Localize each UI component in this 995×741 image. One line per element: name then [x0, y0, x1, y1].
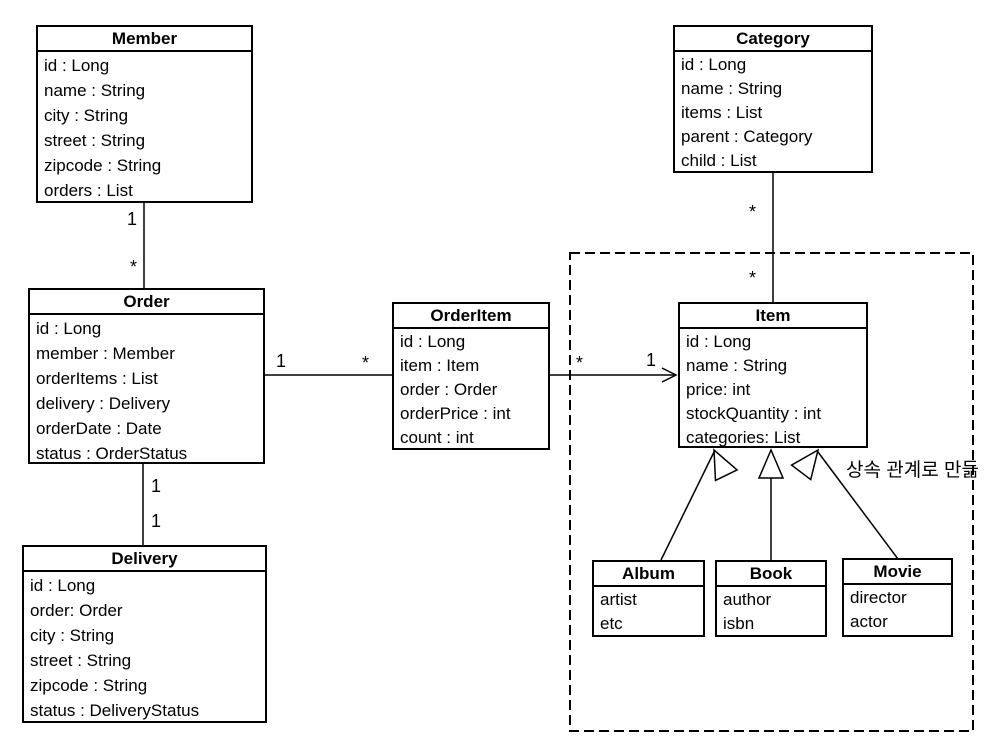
class-attribute: city : String [44, 106, 129, 125]
multiplicity-label: * [362, 353, 369, 373]
class-attribute: isbn [723, 614, 755, 633]
multiplicity-label: 1 [151, 476, 161, 496]
class-attribute: orderItems : List [36, 369, 158, 388]
class-attribute: count : int [400, 428, 474, 447]
multiplicity-label: * [576, 353, 583, 373]
class-box-book: Book author isbn [715, 560, 827, 637]
class-box-movie: Movie director actor [842, 558, 953, 637]
class-title: Item [680, 304, 866, 329]
class-attribute: id : Long [686, 332, 752, 351]
class-attribute: city : String [30, 626, 115, 645]
hollow-triangle-icon [757, 448, 785, 479]
class-attribute: parent : Category [681, 127, 813, 146]
class-attribute: id : Long [681, 55, 747, 74]
generalization-album-item [660, 451, 715, 561]
multiplicity-label: 1 [646, 350, 656, 370]
class-attribute-list: id : Long item : Item order : Order orde… [394, 329, 548, 448]
class-attribute: status : DeliveryStatus [30, 701, 200, 720]
class-attribute: child : List [681, 151, 757, 170]
class-attribute: orders : List [44, 181, 133, 200]
inheritance-annotation: 상속 관계로 만듦 [846, 460, 979, 481]
class-box-orderitem: OrderItem id : Long item : Item order : … [392, 302, 550, 450]
class-attribute: order: Order [30, 601, 123, 620]
class-box-member: Member id : Long name : String city : St… [36, 25, 253, 203]
class-attribute-list: director actor [844, 585, 951, 634]
class-attribute-list: author isbn [717, 587, 825, 635]
class-attribute: items : List [681, 103, 763, 122]
class-attribute: delivery : Delivery [36, 394, 171, 413]
class-title: Album [594, 562, 703, 587]
class-title: Member [38, 27, 251, 52]
class-attribute: name : String [681, 79, 783, 98]
open-arrowhead-icon [661, 367, 678, 383]
multiplicity-label: * [749, 202, 756, 222]
class-attribute: status : OrderStatus [36, 444, 188, 463]
class-attribute: order : Order [400, 380, 498, 399]
generalization-movie-item [817, 451, 899, 560]
class-attribute: categories: List [686, 428, 801, 447]
class-box-delivery: Delivery id : Long order: Order city : S… [22, 545, 267, 723]
class-attribute: director [850, 588, 907, 607]
class-attribute: actor [850, 612, 888, 631]
class-attribute: id : Long [36, 319, 102, 338]
class-box-album: Album artist etc [592, 560, 705, 637]
multiplicity-label: * [130, 257, 137, 277]
class-attribute: id : Long [30, 576, 96, 595]
class-attribute: etc [600, 614, 623, 633]
class-attribute: id : Long [44, 56, 110, 75]
hollow-triangle-icon [713, 448, 739, 482]
class-box-item: Item id : Long name : String price: int … [678, 302, 868, 448]
multiplicity-label: 1 [127, 209, 137, 229]
class-attribute-list: id : Long name : String items : List par… [675, 52, 871, 171]
multiplicity-label: 1 [151, 511, 161, 531]
class-attribute: name : String [686, 356, 788, 375]
class-attribute: author [723, 590, 772, 609]
class-title: OrderItem [394, 304, 548, 329]
class-attribute: orderDate : Date [36, 419, 162, 438]
class-title: Category [675, 27, 871, 52]
class-attribute-list: id : Long member : Member orderItems : L… [30, 315, 263, 463]
class-attribute: zipcode : String [44, 156, 162, 175]
multiplicity-label: * [749, 268, 756, 288]
class-attribute: street : String [44, 131, 146, 150]
class-title: Delivery [24, 547, 265, 572]
class-attribute: id : Long [400, 332, 466, 351]
class-box-category: Category id : Long name : String items :… [673, 25, 873, 173]
class-title: Order [30, 290, 263, 315]
class-attribute: price: int [686, 380, 751, 399]
class-title: Movie [844, 560, 951, 585]
class-attribute: artist [600, 590, 637, 609]
class-attribute: street : String [30, 651, 132, 670]
hollow-triangle-icon [790, 448, 820, 481]
class-attribute-list: artist etc [594, 587, 703, 635]
class-attribute: orderPrice : int [400, 404, 511, 423]
class-attribute: zipcode : String [30, 676, 148, 695]
class-attribute: name : String [44, 81, 146, 100]
inheritance-group-dashed-box [569, 252, 974, 732]
class-box-order: Order id : Long member : Member orderIte… [28, 288, 265, 464]
class-attribute: member : Member [36, 344, 175, 363]
multiplicity-label: 1 [276, 351, 286, 371]
class-attribute-list: id : Long name : String price: int stock… [680, 329, 866, 447]
class-attribute-list: id : Long order: Order city : String str… [24, 572, 265, 721]
class-attribute: stockQuantity : int [686, 404, 822, 423]
class-attribute: item : Item [400, 356, 480, 375]
class-title: Book [717, 562, 825, 587]
class-attribute-list: id : Long name : String city : String st… [38, 52, 251, 201]
